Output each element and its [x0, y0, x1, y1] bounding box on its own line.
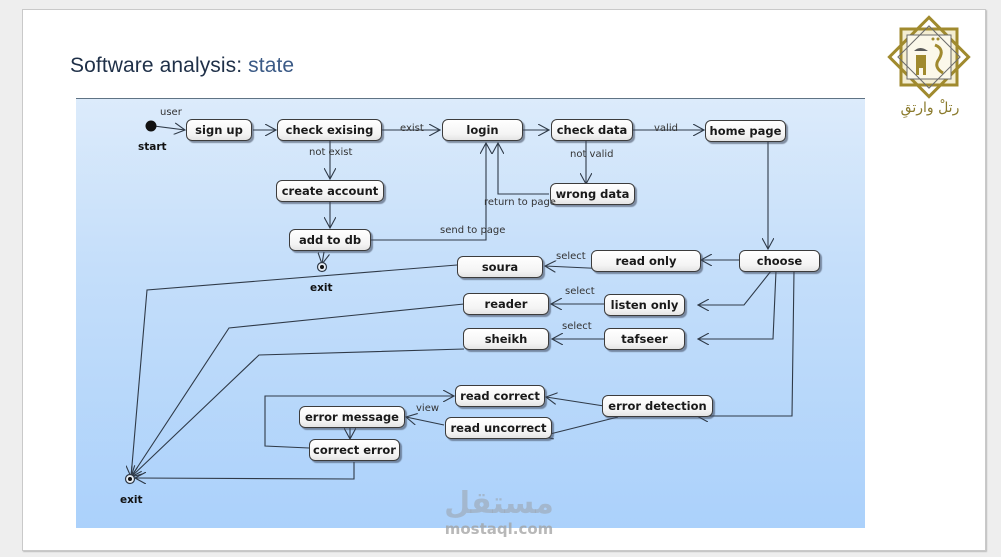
- edge-reader-exit: [131, 303, 465, 477]
- edge-choose-tafseer: [698, 270, 777, 339]
- state-choose[interactable]: choose: [739, 250, 820, 272]
- edge-wrong-login: [498, 143, 549, 195]
- state-add-to-db[interactable]: add to db: [289, 229, 371, 251]
- state-read-only[interactable]: read only: [591, 250, 701, 272]
- watermark-domain: mostaql.com: [444, 520, 554, 538]
- edge-choose-errdet: [697, 270, 795, 416]
- logo-caption: رتلْ وارتقِ: [900, 100, 960, 116]
- state-check-data[interactable]: check data: [551, 119, 633, 141]
- exit-label-bottom: exit: [120, 494, 143, 506]
- edge-label-not-exist: not exist: [309, 147, 353, 158]
- title-accent: state: [248, 54, 295, 77]
- state-login[interactable]: login: [442, 119, 523, 141]
- state-create-account[interactable]: create account: [276, 180, 384, 202]
- start-node: [145, 120, 157, 132]
- logo-emblem-icon: [887, 15, 971, 99]
- edge-label-user: user: [160, 107, 182, 118]
- slide-title: Software analysis: state: [70, 54, 294, 78]
- edge-correct-exit: [135, 462, 355, 479]
- state-diagram: start exit exit sign up check exising cr…: [76, 98, 865, 528]
- edge-label-select-reader: select: [565, 286, 595, 297]
- start-label: start: [138, 141, 167, 153]
- state-read-correct[interactable]: read correct: [455, 385, 545, 407]
- state-check-existing[interactable]: check exising: [277, 119, 382, 141]
- exit-node-top: [316, 261, 328, 273]
- edge-readuncorrect-errmsg: [406, 417, 445, 426]
- edge-label-send-to-page: send to page: [440, 225, 506, 236]
- state-wrong-data[interactable]: wrong data: [550, 183, 635, 205]
- watermark: مستقل mostaql.com: [436, 486, 562, 539]
- edge-label-view: view: [416, 403, 440, 414]
- edge-label-select-sheikh: select: [562, 321, 592, 332]
- state-error-detection[interactable]: error detection: [602, 395, 713, 417]
- title-prefix: Software analysis:: [70, 54, 249, 77]
- edge-errdet-readuncorrect: [542, 416, 619, 436]
- state-listen-only[interactable]: listen only: [604, 294, 685, 316]
- state-home-page[interactable]: home page: [705, 120, 786, 142]
- edge-correct-readcorrect: [264, 396, 454, 449]
- watermark-arabic: مستقل: [444, 486, 554, 521]
- diagram-connectors: [124, 120, 795, 485]
- state-correct-error[interactable]: correct error: [309, 439, 400, 461]
- edge-choose-listen: [698, 270, 772, 305]
- edge-label-exist: exist: [400, 123, 424, 134]
- edge-start-signup: [153, 126, 185, 130]
- state-reader[interactable]: reader: [463, 293, 549, 315]
- edge-label-not-valid: not valid: [570, 149, 614, 160]
- exit-label-top: exit: [310, 282, 333, 294]
- state-soura[interactable]: soura: [457, 256, 543, 278]
- edge-label-select-soura: select: [556, 251, 586, 262]
- exit-node-bottom: [124, 473, 136, 485]
- edge-sheikh-exit: [131, 348, 465, 477]
- edge-adddb-login: [369, 143, 486, 241]
- state-error-message[interactable]: error message: [299, 406, 405, 428]
- state-sheikh[interactable]: sheikh: [463, 328, 549, 350]
- edge-label-return-to-page: return to page: [484, 197, 556, 208]
- state-tafseer[interactable]: tafseer: [604, 328, 685, 350]
- edge-errdet-readcorrect: [546, 397, 605, 407]
- state-sign-up[interactable]: sign up: [186, 119, 252, 141]
- state-read-uncorrect[interactable]: read uncorrect: [445, 417, 552, 439]
- edge-soura-exit: [131, 264, 458, 477]
- edge-label-valid: valid: [654, 123, 678, 134]
